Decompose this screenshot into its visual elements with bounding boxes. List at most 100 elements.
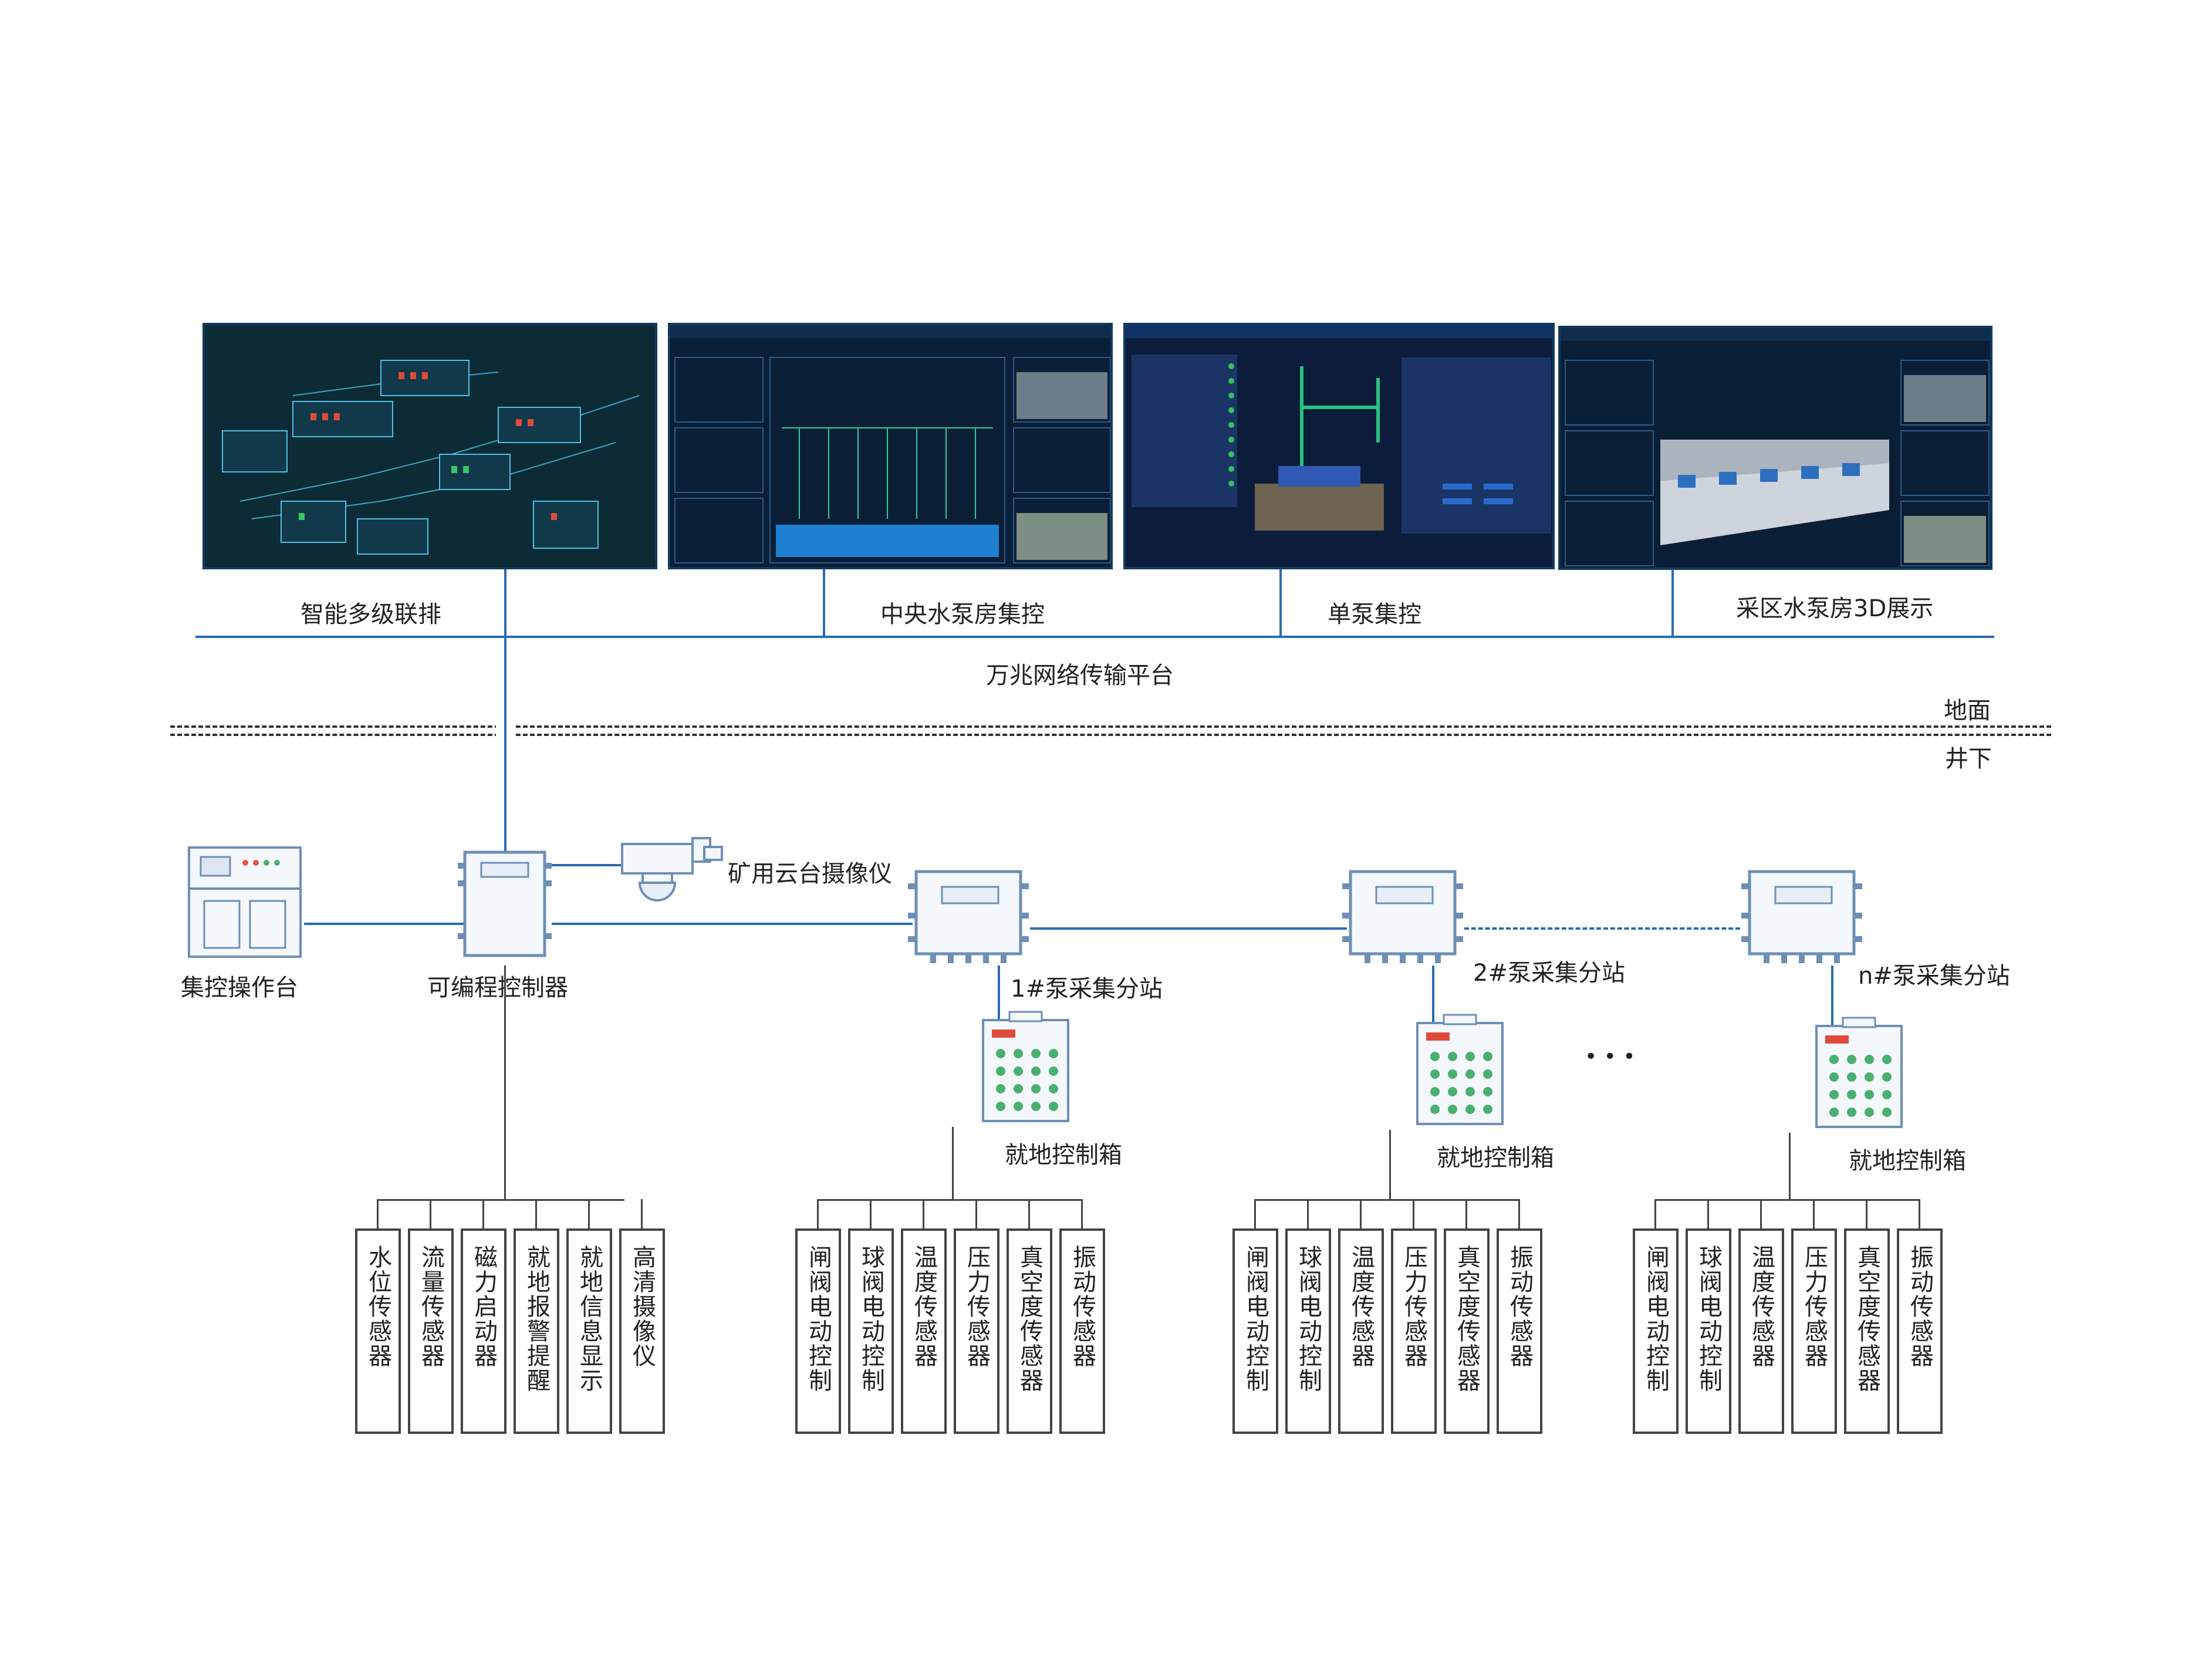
sensor-drop-line bbox=[1919, 1199, 1920, 1228]
sensor-box: 流量传感器 bbox=[408, 1228, 454, 1434]
plc-station1-link bbox=[552, 923, 913, 925]
sensor-drop-line bbox=[1081, 1199, 1083, 1228]
sensor-box: 真空度传感器 bbox=[1007, 1228, 1052, 1434]
sensor-drop-line bbox=[482, 1199, 484, 1228]
sensor-box: 球阀电动控制 bbox=[1686, 1228, 1731, 1434]
sensor-box: 真空度传感器 bbox=[1444, 1228, 1490, 1434]
sensor-label: 水位传感器 bbox=[364, 1245, 391, 1368]
pumpn-tree-bar bbox=[1655, 1199, 1919, 1201]
sensor-label: 就地信息显示 bbox=[576, 1245, 603, 1393]
sensor-box: 真空度传感器 bbox=[1844, 1228, 1890, 1434]
sensor-box: 振动传感器 bbox=[1059, 1228, 1105, 1434]
ptz-camera-icon bbox=[621, 837, 723, 902]
multi-level-drainage-preview bbox=[205, 325, 655, 567]
sensor-label: 球阀电动控制 bbox=[1295, 1245, 1322, 1393]
sensor-drop-line bbox=[1465, 1199, 1467, 1228]
ground-divider-bottom bbox=[170, 734, 2051, 736]
station2-label: 2#泵采集分站 bbox=[1473, 960, 1625, 987]
sensor-drop-line bbox=[535, 1199, 537, 1228]
sensor-label: 磁力启动器 bbox=[470, 1245, 497, 1368]
mining-3d-preview bbox=[1561, 328, 1990, 568]
console-plc-link bbox=[304, 923, 464, 925]
local-box2-label: 就地控制箱 bbox=[1437, 1145, 1554, 1172]
sensor-box: 压力传感器 bbox=[1391, 1228, 1437, 1434]
camera-label: 矿用云台摄像仪 bbox=[728, 860, 892, 887]
bus-drop-3 bbox=[1279, 569, 1282, 636]
sensor-label: 高清摄像仪 bbox=[629, 1245, 656, 1368]
screen-label-central: 中央水泵房集控 bbox=[880, 601, 1045, 628]
local-box1-label: 就地控制箱 bbox=[1005, 1142, 1122, 1169]
local-boxn-icon bbox=[1815, 1017, 1903, 1128]
station2-icon bbox=[1342, 870, 1463, 963]
station1-label: 1#泵采集分站 bbox=[1011, 975, 1163, 1002]
ground-label: 地面 bbox=[1944, 697, 1991, 724]
sensor-label: 球阀电动控制 bbox=[1695, 1245, 1722, 1393]
sensor-box: 温度传感器 bbox=[1738, 1228, 1784, 1434]
sensor-label: 真空度传感器 bbox=[1453, 1245, 1480, 1393]
sensor-box: 振动传感器 bbox=[1897, 1228, 1943, 1434]
sensor-label: 闸阀电动控制 bbox=[1242, 1245, 1269, 1393]
sensor-box: 水位传感器 bbox=[355, 1228, 401, 1434]
ground-divider-top bbox=[170, 725, 2051, 728]
ellipsis: • • • bbox=[1585, 1045, 1636, 1069]
screen-multi-level-drainage bbox=[202, 323, 657, 569]
stationn-icon bbox=[1741, 870, 1862, 963]
network-label: 万兆网络传输平台 bbox=[986, 662, 1174, 689]
network-bus-line bbox=[195, 636, 1994, 638]
station1-station2-link bbox=[1030, 927, 1347, 930]
stationn-label: n#泵采集分站 bbox=[1858, 963, 2010, 990]
sensor-box: 压力传感器 bbox=[954, 1228, 999, 1434]
sensor-drop-line bbox=[817, 1199, 819, 1228]
sensor-label: 振动传感器 bbox=[1906, 1245, 1933, 1368]
sensor-box: 温度传感器 bbox=[901, 1228, 947, 1434]
sensor-label: 振动传感器 bbox=[1069, 1245, 1096, 1368]
sensor-drop-line bbox=[1360, 1199, 1362, 1228]
sensor-box: 高清摄像仪 bbox=[619, 1228, 665, 1434]
sensor-label: 温度传感器 bbox=[1748, 1245, 1775, 1368]
sensor-box: 磁力启动器 bbox=[461, 1228, 506, 1434]
sensor-box: 就地信息显示 bbox=[566, 1228, 612, 1434]
screen-label-3d: 采区水泵房3D展示 bbox=[1736, 595, 1934, 622]
sensor-drop-line bbox=[1307, 1199, 1309, 1228]
pump1-tree-bar bbox=[818, 1199, 1082, 1201]
sensor-drop-line bbox=[588, 1199, 590, 1228]
station2-stationn-link bbox=[1464, 927, 1740, 930]
sensor-box: 就地报警提醒 bbox=[514, 1228, 559, 1434]
screen-label-single: 单泵集控 bbox=[1328, 601, 1421, 628]
local-box1-icon bbox=[982, 1011, 1069, 1122]
sensor-box: 闸阀电动控制 bbox=[795, 1228, 841, 1434]
stationn-box-link bbox=[1831, 966, 1833, 1030]
plc-label: 可编程控制器 bbox=[427, 974, 568, 1001]
sensor-drop-line bbox=[1413, 1199, 1414, 1228]
sensor-label: 温度传感器 bbox=[910, 1245, 937, 1368]
pump2-tree-bar bbox=[1255, 1199, 1519, 1201]
screen-label-multi-level: 智能多级联排 bbox=[300, 601, 441, 628]
station2-box-link bbox=[1432, 966, 1434, 1027]
sensor-drop-line bbox=[1760, 1199, 1762, 1228]
sensor-drop-line bbox=[975, 1199, 977, 1228]
pump2-tree-trunk bbox=[1389, 1130, 1391, 1199]
central-pump-room-preview bbox=[670, 325, 1110, 567]
sensor-label: 真空度传感器 bbox=[1853, 1245, 1880, 1393]
sensor-box: 闸阀电动控制 bbox=[1633, 1228, 1679, 1434]
sensor-label: 温度传感器 bbox=[1348, 1245, 1375, 1368]
bus-drop-4 bbox=[1671, 569, 1674, 636]
sensor-box: 压力传感器 bbox=[1791, 1228, 1837, 1434]
station1-box-link bbox=[998, 966, 1000, 1024]
plc-tree-trunk bbox=[504, 966, 506, 1200]
plc-camera-link bbox=[552, 864, 621, 866]
sensor-label: 振动传感器 bbox=[1506, 1245, 1533, 1368]
sensor-label: 压力传感器 bbox=[963, 1245, 990, 1368]
console-label: 集控操作台 bbox=[181, 974, 298, 1001]
sensor-box: 球阀电动控制 bbox=[1285, 1228, 1331, 1434]
pumpn-tree-trunk bbox=[1789, 1133, 1791, 1199]
plc-uplink-line bbox=[504, 569, 506, 851]
sensor-drop-line bbox=[1707, 1199, 1709, 1228]
screen-single-pump bbox=[1123, 323, 1555, 569]
sensor-box: 温度传感器 bbox=[1338, 1228, 1384, 1434]
local-box2-icon bbox=[1416, 1014, 1504, 1125]
sensor-label: 闸阀电动控制 bbox=[805, 1245, 832, 1393]
underground-label: 井下 bbox=[1945, 745, 1992, 772]
console-icon bbox=[188, 846, 302, 958]
single-pump-preview bbox=[1126, 325, 1552, 567]
